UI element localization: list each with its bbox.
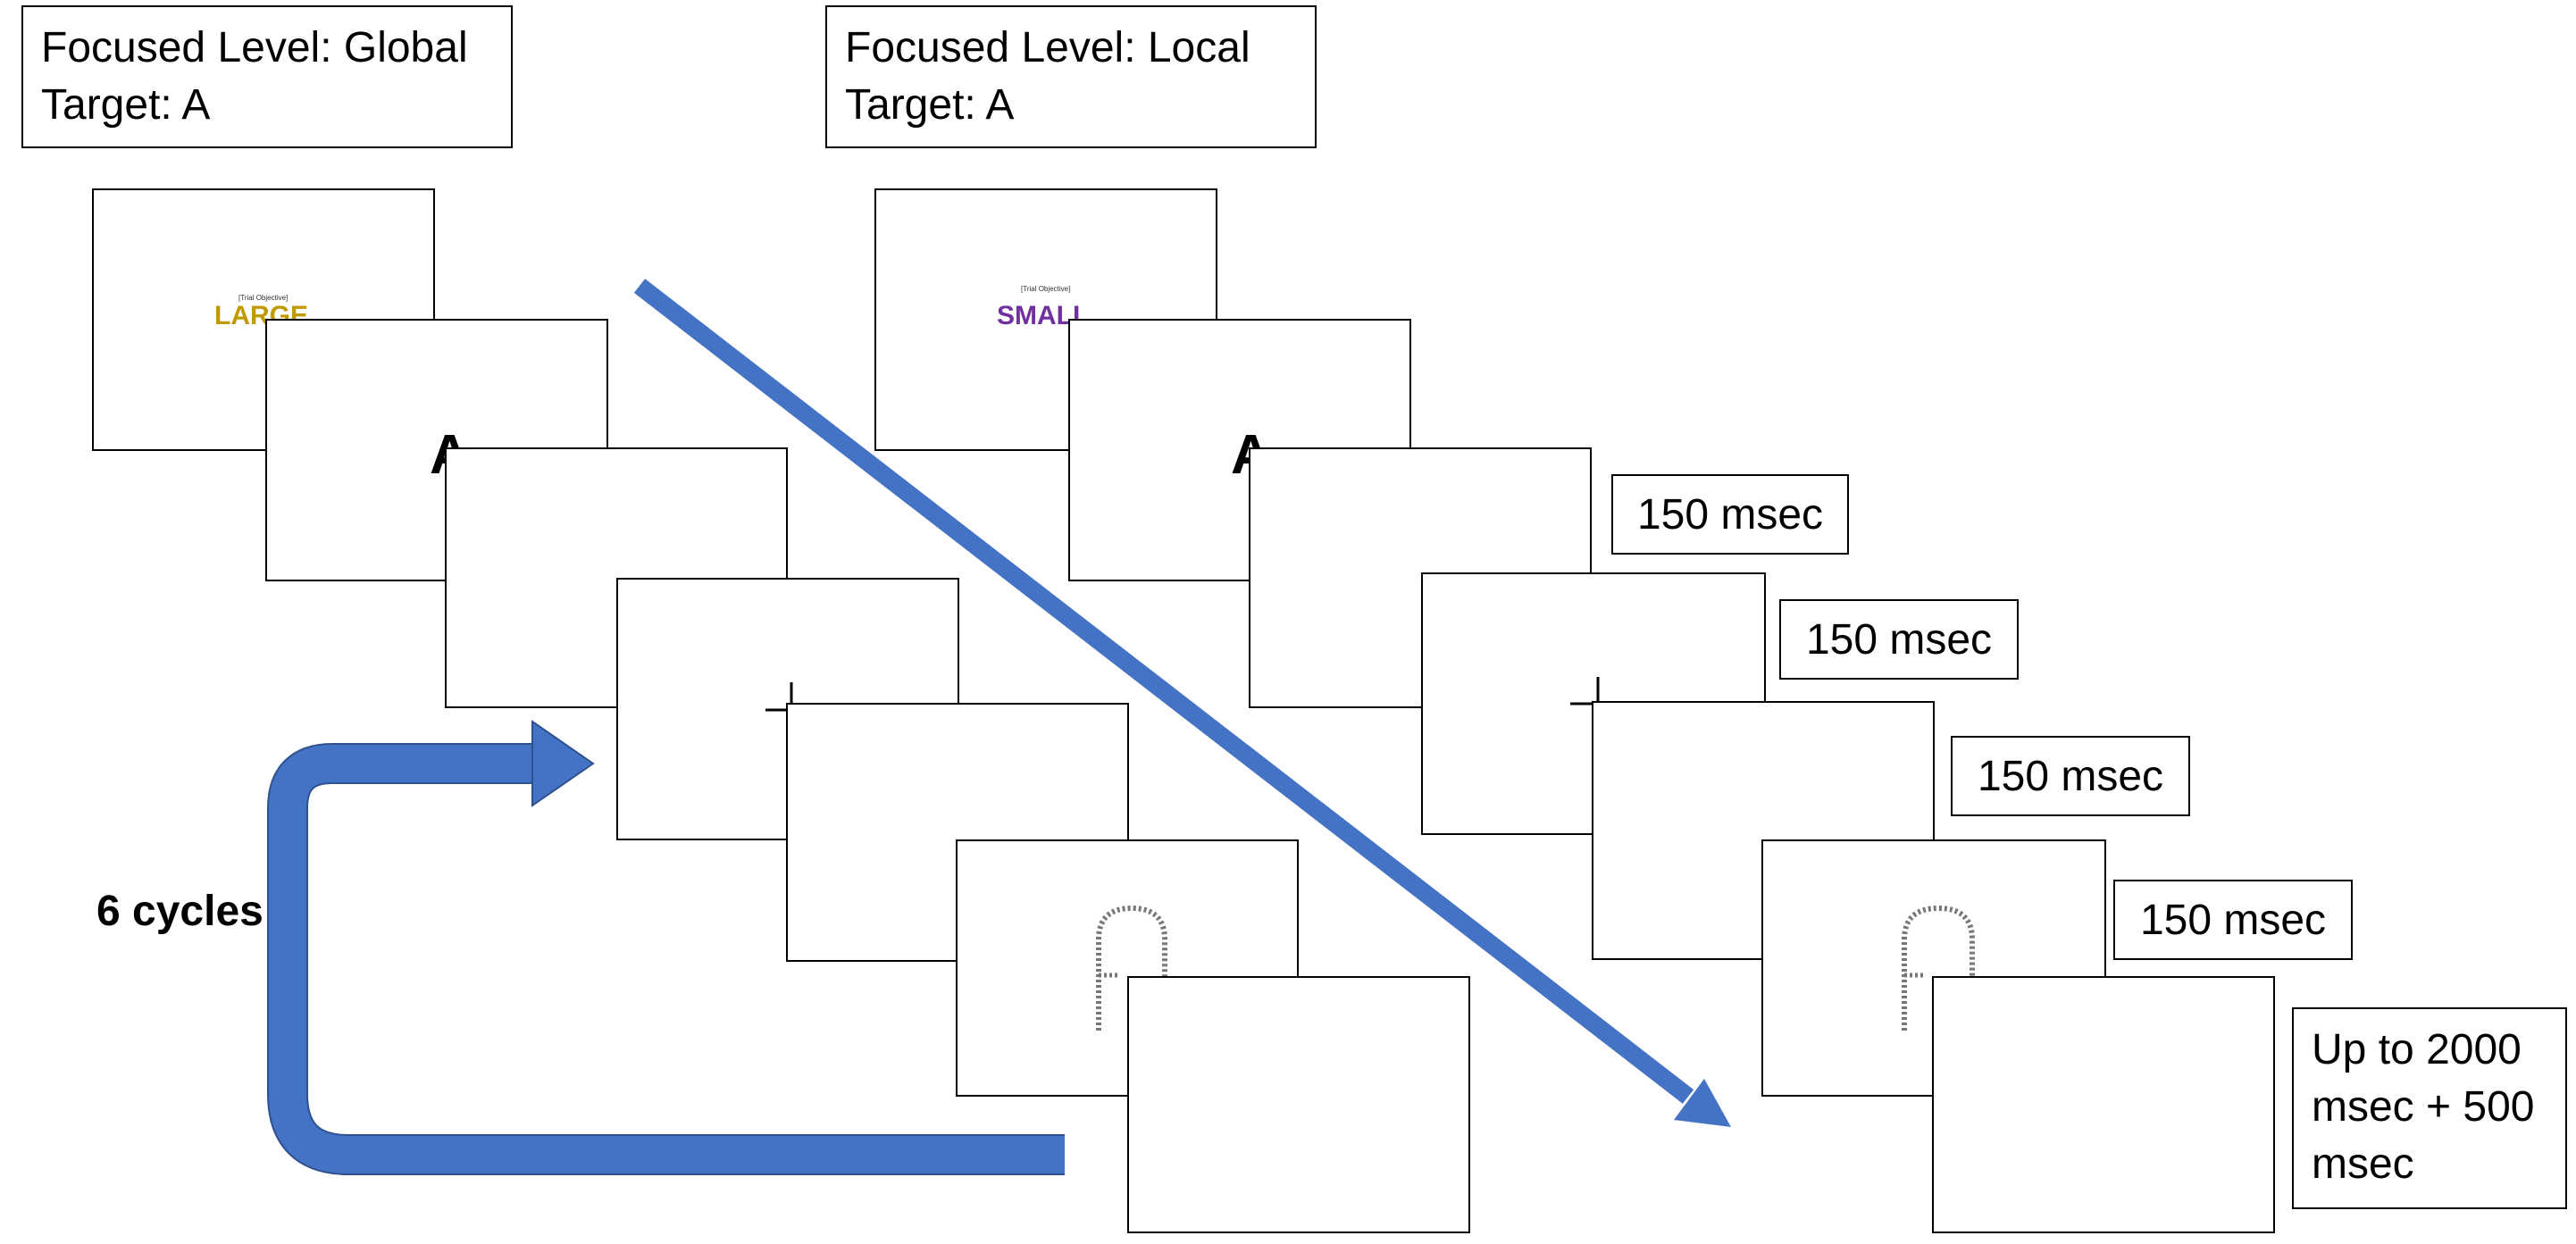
local-target: Target: A bbox=[845, 81, 1015, 129]
timing-label-4: 150 msec bbox=[2113, 880, 2353, 960]
final-timing-line-1: Up to 2000 bbox=[2312, 1026, 2522, 1073]
global-response-frame bbox=[1127, 976, 1470, 1233]
timing-label-1: 150 msec bbox=[1611, 474, 1849, 555]
global-header-box: Focused Level: Global Target: A bbox=[21, 5, 513, 148]
final-timing-line-2: msec + 500 bbox=[2312, 1083, 2535, 1131]
global-cue-caption: [Trial Objective] bbox=[238, 294, 289, 302]
local-response-frame bbox=[1932, 976, 2275, 1233]
timing-label-3: 150 msec bbox=[1951, 736, 2190, 816]
global-target: Target: A bbox=[41, 81, 211, 129]
global-focus-level: Focused Level: Global bbox=[41, 24, 468, 71]
final-timing-label: Up to 2000 msec + 500 msec bbox=[2292, 1007, 2567, 1209]
final-timing-line-3: msec bbox=[2312, 1140, 2414, 1188]
local-focus-level: Focused Level: Local bbox=[845, 24, 1250, 71]
local-cue-caption: [Trial Objective] bbox=[1021, 285, 1071, 293]
local-header-box: Focused Level: Local Target: A bbox=[825, 5, 1317, 148]
mask-pattern-icon bbox=[1902, 905, 1975, 1031]
timing-label-2: 150 msec bbox=[1779, 599, 2019, 680]
cycles-label: 6 cycles bbox=[96, 888, 263, 935]
